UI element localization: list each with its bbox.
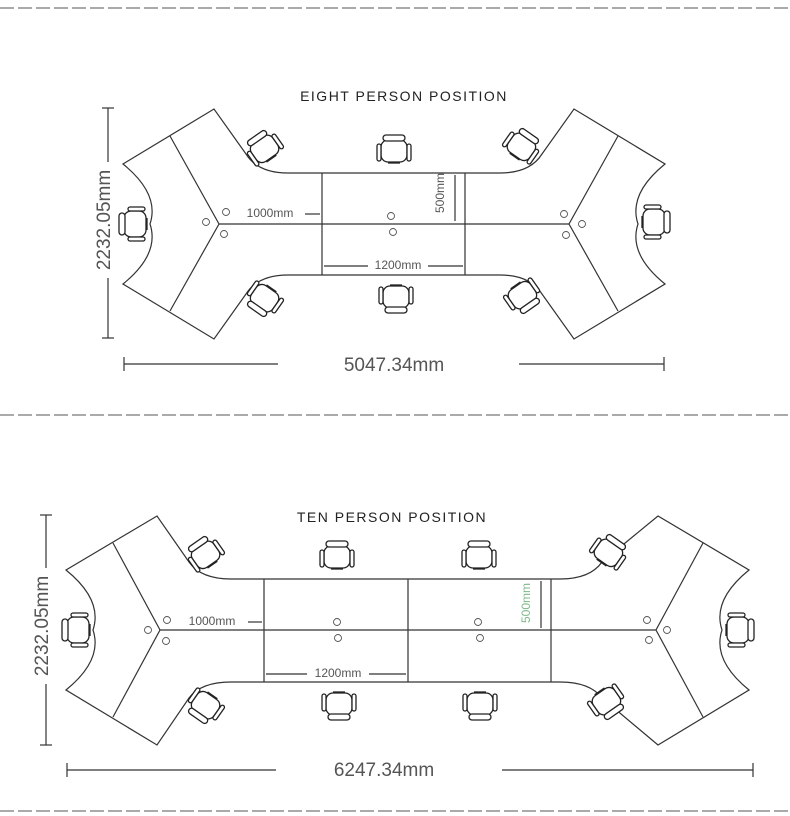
chair-icon [725,612,755,648]
cable-grommet [162,637,170,645]
ten-height-dimension: 2232.05mm [32,576,53,676]
ten-segment-dimension: 1000mm [189,614,236,628]
eight-segment-dimension: 1000mm [247,206,294,220]
ten-width-dimension: 6247.34mm [334,760,434,781]
chair-icon [118,206,148,242]
cable-grommet [560,210,568,218]
chair-icon [462,691,498,721]
cable-grommet [202,218,210,226]
cable-grommet [144,626,152,634]
chair-icon [319,540,355,570]
eight-height-dimension: 2232.05mm [94,170,115,270]
eight-height-label-bg [98,162,120,278]
chair-icon [641,204,671,240]
chair-icon [321,691,357,721]
cable-grommet [474,618,482,626]
cable-grommet [222,208,230,216]
ten-height-label-bg [36,568,58,684]
cable-grommet [389,228,397,236]
cable-grommet [645,636,653,644]
chair-icon [61,612,91,648]
chair-icon [461,540,497,570]
cable-grommet [643,616,651,624]
ten-person-title: TEN PERSON POSITION [297,509,487,525]
cable-grommet [663,626,671,634]
cable-grommet [220,230,228,238]
eight-width-dimension: 5047.34mm [344,355,444,376]
ten-person-layout: TEN PERSON POSITION 1000mm 1200mm 500mm … [32,509,754,781]
cable-grommet [334,634,342,642]
cable-grommet [578,220,586,228]
cable-grommet [387,212,395,220]
cable-grommet [562,231,570,239]
eight-person-title: EIGHT PERSON POSITION [300,88,508,104]
cable-grommet [333,618,341,626]
ten-depth-dimension: 500mm [519,583,533,623]
cable-grommet [476,634,484,642]
eight-person-layout: EIGHT PERSON POSITION 1000mm 1200mm 500m… [94,88,667,376]
chair-icon [376,134,412,164]
cable-grommet [163,616,171,624]
ten-desk-length-dimension: 1200mm [315,666,362,680]
eight-depth-dimension: 500mm [433,173,447,213]
chair-icon [378,284,414,314]
eight-desk-length-dimension: 1200mm [375,258,422,272]
